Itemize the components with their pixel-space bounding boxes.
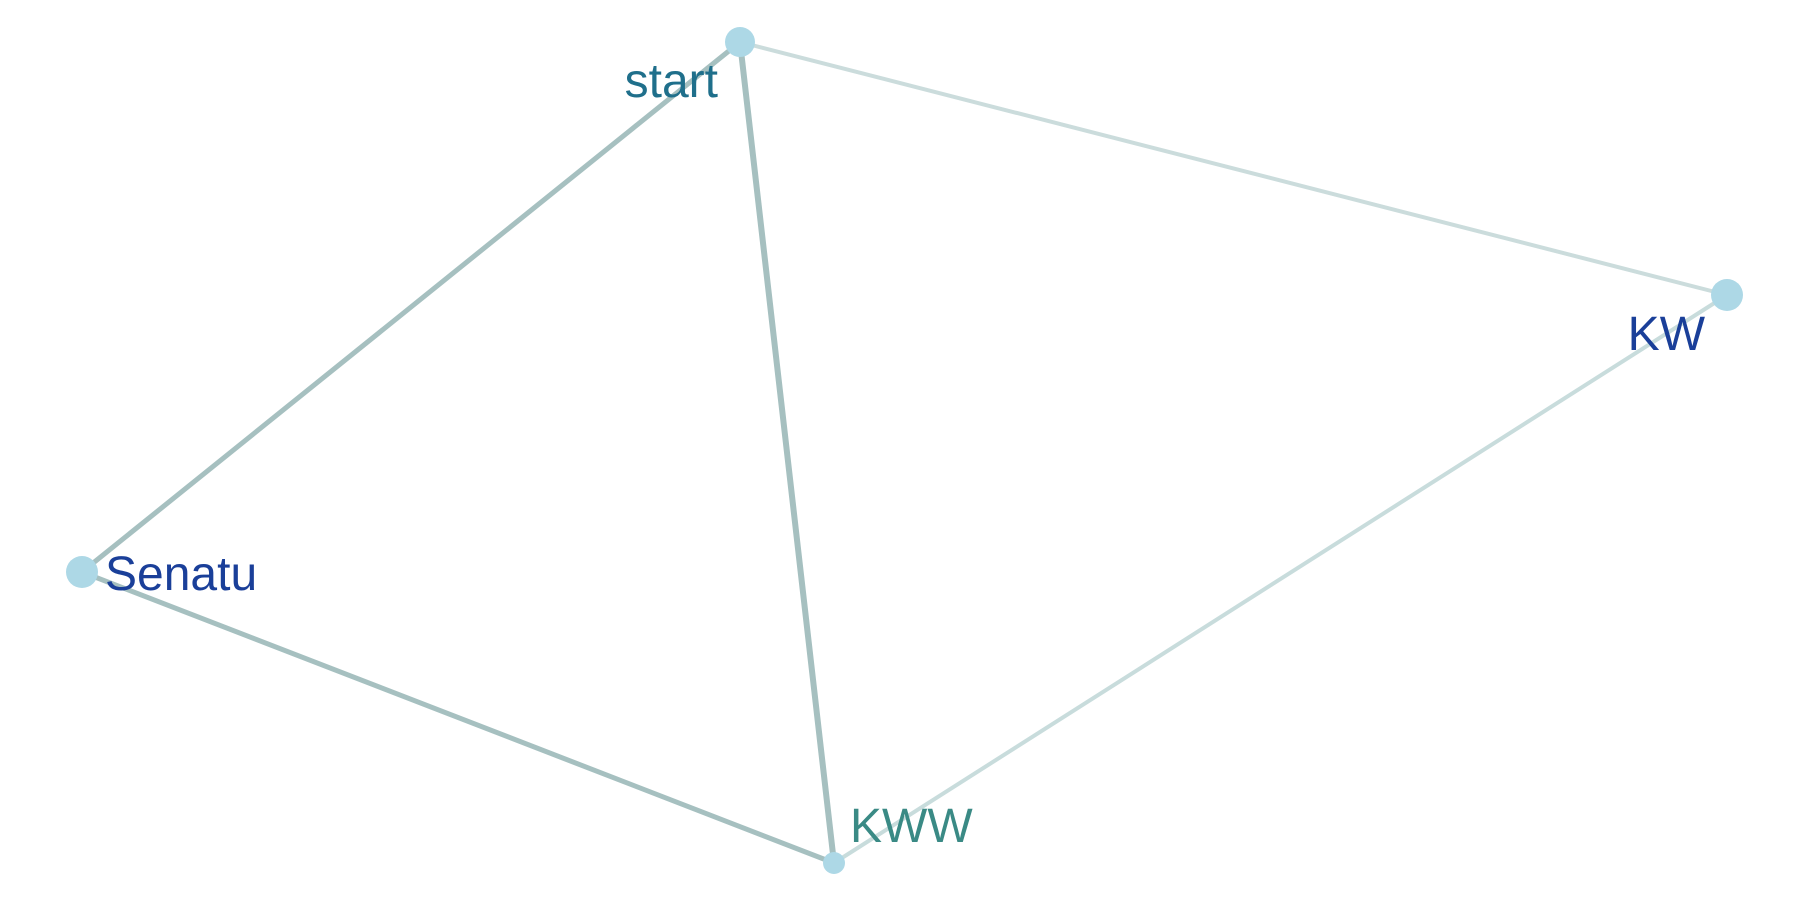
node-kw[interactable]	[1711, 279, 1743, 311]
node-label-senatu: Senatu	[105, 548, 257, 601]
node-label-start: start	[625, 55, 718, 108]
node-label-kww: KWW	[850, 800, 973, 853]
node-kww[interactable]	[823, 852, 845, 874]
nodes-layer	[66, 27, 1743, 874]
edge-kww-kw	[832, 293, 1729, 865]
node-senatu[interactable]	[66, 556, 98, 588]
node-label-kw: KW	[1628, 308, 1706, 361]
edge-start-kww	[737, 39, 837, 866]
node-start[interactable]	[725, 27, 755, 57]
edges-layer	[79, 39, 1729, 866]
edge-start-senatu	[79, 39, 743, 575]
edge-senatu-kww	[79, 569, 837, 866]
edge-start-kw	[738, 40, 1729, 297]
